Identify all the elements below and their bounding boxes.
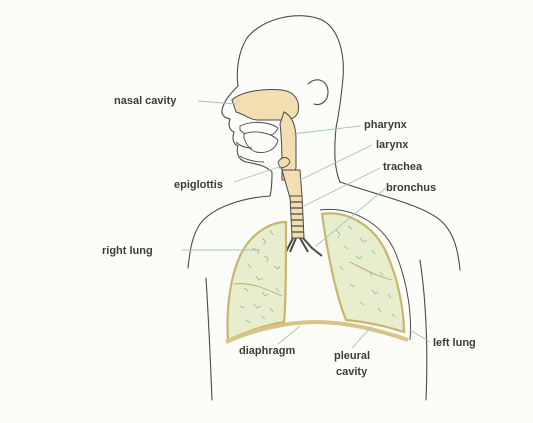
label-pleural-cavity-line2: cavity xyxy=(336,366,368,378)
right-lung xyxy=(228,222,287,340)
leader-diaphragm xyxy=(278,326,300,344)
upper-airway xyxy=(232,89,298,180)
label-trachea: trachea xyxy=(383,161,423,173)
leader-epiglottis xyxy=(234,166,282,182)
right-arm-inner-outline xyxy=(420,260,427,400)
label-nasal-cavity: nasal cavity xyxy=(114,95,177,107)
tongue-shape xyxy=(244,132,278,153)
neck-back-outline xyxy=(335,128,340,182)
neck-front-outline xyxy=(270,172,272,196)
leader-larynx xyxy=(300,145,372,180)
label-bronchus: bronchus xyxy=(386,182,436,194)
leader-nasal-cavity xyxy=(198,101,236,104)
right-lung-shape xyxy=(228,222,287,340)
label-left-lung: left lung xyxy=(433,337,476,349)
leader-pharynx xyxy=(292,126,360,134)
larynx-shape xyxy=(282,170,302,198)
label-epiglottis: epiglottis xyxy=(174,179,223,191)
label-larynx: larynx xyxy=(376,139,409,151)
right-main-bronchus xyxy=(300,238,322,256)
label-right-lung: right lung xyxy=(102,245,153,257)
head-top-outline xyxy=(237,38,247,86)
ear-outline xyxy=(308,80,328,105)
leader-trachea xyxy=(304,168,380,206)
label-pleural-cavity-line1: pleural xyxy=(334,350,370,362)
label-pharynx: pharynx xyxy=(364,119,408,131)
label-diaphragm: diaphragm xyxy=(239,345,295,357)
left-arm-inner-outline xyxy=(206,278,212,400)
